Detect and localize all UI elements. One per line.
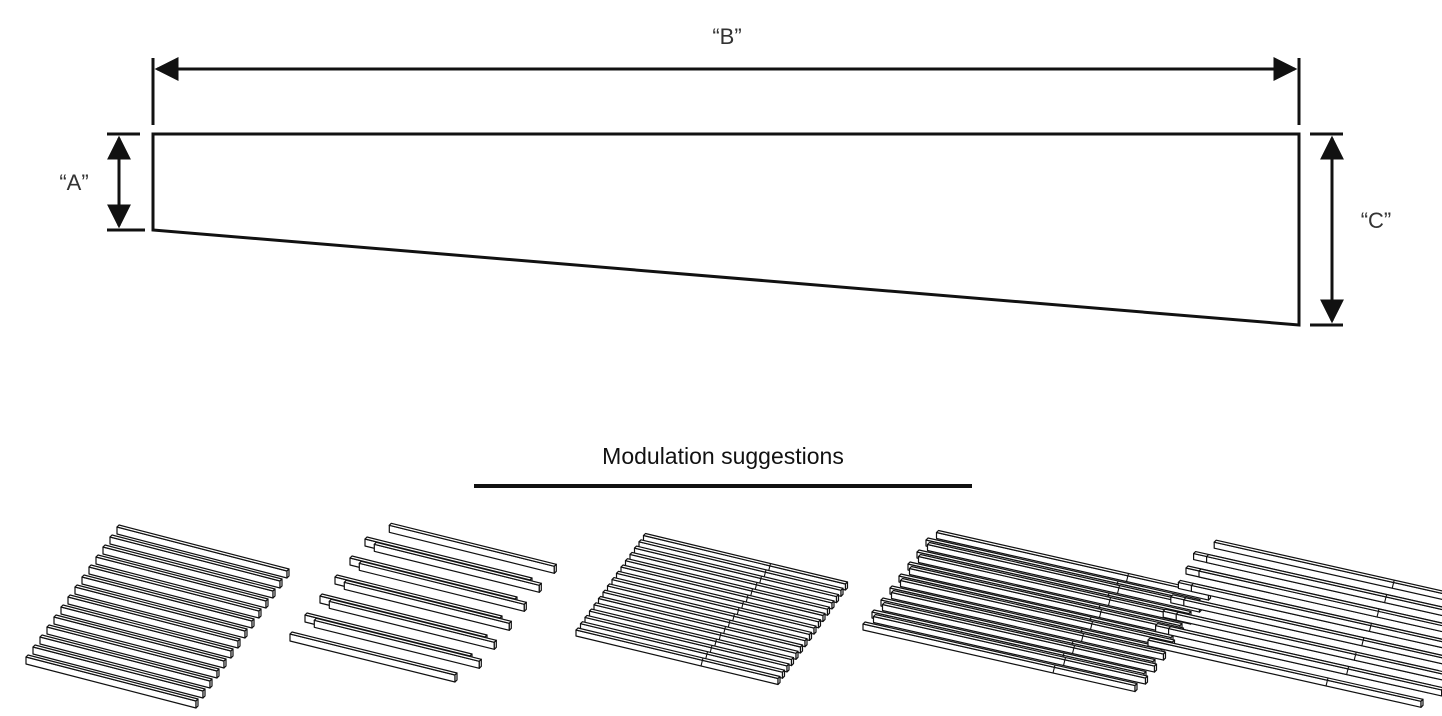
panel-end-face	[840, 587, 844, 597]
panel-top-face	[1175, 611, 1442, 675]
panel-top-face	[1213, 539, 1442, 594]
panel-end-face	[202, 688, 206, 699]
panel-end-face	[454, 672, 458, 683]
panel-end-face	[508, 620, 512, 631]
panel-end-face	[786, 663, 790, 673]
panel-joint-line	[1089, 621, 1094, 630]
panel-end-face	[817, 619, 822, 629]
panel-end-face	[223, 658, 227, 669]
panel-joint-line	[1325, 677, 1329, 687]
panel-end-face	[230, 648, 234, 659]
panel-end-face	[258, 608, 262, 619]
panel-top-face	[1205, 553, 1442, 611]
modulation-suggestions	[25, 522, 1442, 709]
panel-top-face	[1190, 582, 1442, 643]
panel-joint-line	[1052, 664, 1056, 674]
panel-end-face	[195, 698, 199, 709]
panel-end-face	[1153, 663, 1158, 673]
panel-end-face	[286, 568, 290, 579]
panel-end-face	[272, 588, 276, 599]
dimension-c: “C”	[1310, 132, 1392, 327]
dimension-b-label: “B”	[712, 24, 741, 49]
panel-end-face	[777, 675, 781, 686]
section-title: Modulation suggestions	[602, 443, 844, 469]
modulation-option-1	[25, 524, 290, 709]
panel-end-face	[493, 639, 497, 650]
modulation-option-4	[862, 529, 1212, 693]
panel-end-face	[781, 669, 786, 679]
tapered-panel	[151, 132, 1301, 327]
dimension-a-label: “A”	[59, 170, 88, 195]
panel-end-face	[216, 668, 220, 679]
panel-end-face	[799, 644, 804, 654]
panel-end-face	[808, 631, 813, 642]
panel-end-face	[209, 678, 213, 689]
panel-end-face	[251, 618, 255, 629]
panel-top-face	[1183, 597, 1442, 659]
panel-joint-line	[1384, 594, 1388, 603]
panel-end-face	[835, 593, 840, 604]
dimension-c-label: “C”	[1361, 208, 1392, 233]
panel-joint-line	[1107, 597, 1112, 606]
panel-end-face	[790, 656, 795, 667]
modulation-option-3	[575, 532, 849, 686]
panel-end-face	[804, 638, 808, 648]
panel-end-face	[813, 625, 817, 635]
panel-joint-line	[1062, 657, 1067, 666]
dimension-b: “B”	[151, 24, 1301, 125]
panel-end-face	[1420, 698, 1424, 708]
panel-end-face	[478, 658, 482, 669]
panel-end-face	[279, 578, 283, 589]
panel-end-face	[265, 598, 269, 609]
panel-end-face	[844, 581, 849, 591]
dimension-a: “A”	[59, 132, 145, 232]
panel-end-face	[237, 638, 241, 649]
panel-top-face	[1198, 568, 1442, 627]
panel-end-face	[538, 582, 542, 593]
panel-joint-line	[1098, 609, 1103, 618]
panel-end-face	[822, 612, 826, 623]
panel-joint-line	[1361, 637, 1365, 646]
panel-joint-line	[1116, 585, 1121, 594]
panel-joint-line	[700, 657, 704, 667]
panel-joint-line	[1391, 580, 1395, 589]
panel-end-face	[826, 606, 831, 616]
panel-outline	[151, 132, 1301, 327]
panel-joint-line	[1376, 608, 1380, 618]
modulation-option-5	[1147, 539, 1442, 708]
panel-joint-line	[1353, 652, 1357, 661]
panel-end-face	[523, 601, 527, 612]
panel-joint-line	[1080, 633, 1085, 642]
panel-end-face	[795, 650, 799, 660]
panel-end-face	[1162, 651, 1167, 661]
panel-joint-line	[1125, 573, 1130, 582]
panel-end-face	[831, 600, 835, 610]
panel-end-face	[553, 563, 557, 574]
panel-joint-line	[1346, 666, 1350, 675]
panel-end-face	[1134, 682, 1138, 693]
panel-joint-line	[1071, 645, 1076, 654]
panel-end-face	[244, 628, 248, 639]
panel-joint-line	[1368, 623, 1372, 632]
panel-end-face	[1144, 675, 1149, 685]
modulation-option-2	[289, 522, 557, 683]
